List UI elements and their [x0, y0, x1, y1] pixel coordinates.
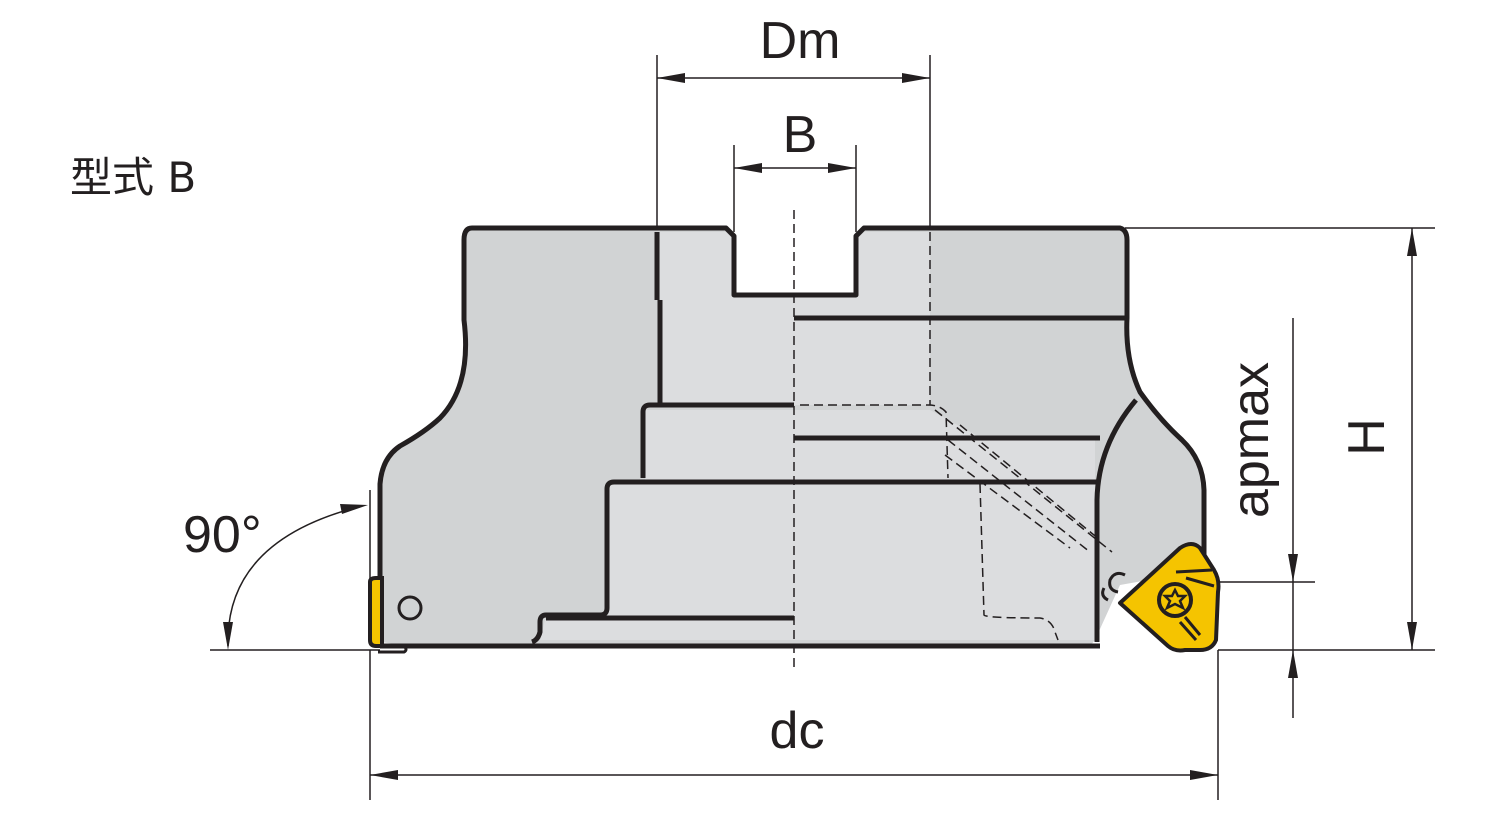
dim-angle: 90°: [183, 490, 380, 651]
right-insert: [1101, 542, 1221, 653]
coolant-channel-3: [959, 424, 1101, 541]
coolant-channel-2: [947, 439, 1091, 553]
dim-B: B: [733, 106, 857, 232]
step-2: [531, 479, 1100, 645]
bore-left-wall: [654, 232, 663, 404]
screw-hole: [397, 595, 423, 621]
dim-Dm: Dm: [656, 12, 931, 228]
type-label: 型式 B: [70, 153, 196, 202]
chip-pocket: [1094, 398, 1138, 642]
dim-H: H: [1125, 227, 1435, 651]
dim-Dm-label: Dm: [760, 12, 841, 70]
dim-apmax: apmax: [1218, 318, 1315, 718]
coolant-channel-1: [934, 409, 1113, 553]
dim-H-label: H: [1338, 418, 1396, 456]
step-1: [640, 402, 794, 478]
torx-screw-icon: [1161, 587, 1189, 611]
left-insert: [368, 576, 408, 654]
cutter-body: [380, 228, 1204, 646]
coolant-channel-4: [944, 454, 1071, 549]
dim-apmax-label: apmax: [1222, 362, 1280, 518]
dim-dc: dc: [369, 650, 1219, 800]
body-outline: [472, 225, 1207, 570]
dim-B-label: B: [783, 106, 818, 164]
dim-dc-label: dc: [770, 702, 825, 760]
inner-step-region: [540, 410, 1095, 640]
body-outline-left: [377, 225, 473, 642]
hidden-line-1: [800, 404, 949, 479]
hidden-line-2: [979, 483, 1059, 641]
dim-angle-label: 90°: [183, 506, 262, 564]
